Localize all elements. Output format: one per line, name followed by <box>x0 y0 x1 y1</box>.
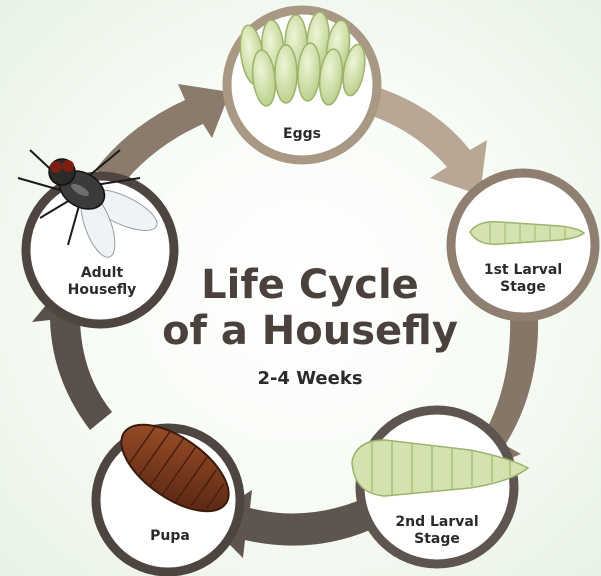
stage-label-pupa: Pupa <box>130 528 210 545</box>
diagram-title-line2: of a Housefly <box>130 308 490 354</box>
arrow-adult-to-eggs <box>95 84 230 185</box>
stage-label-second-larval: 2nd Larval Stage <box>387 514 487 548</box>
diagram-duration: 2-4 Weeks <box>200 368 420 389</box>
diagram-title-line1: Life Cycle <box>130 262 490 308</box>
stage-label-eggs: Eggs <box>262 126 342 143</box>
stage-pupa <box>96 408 243 572</box>
